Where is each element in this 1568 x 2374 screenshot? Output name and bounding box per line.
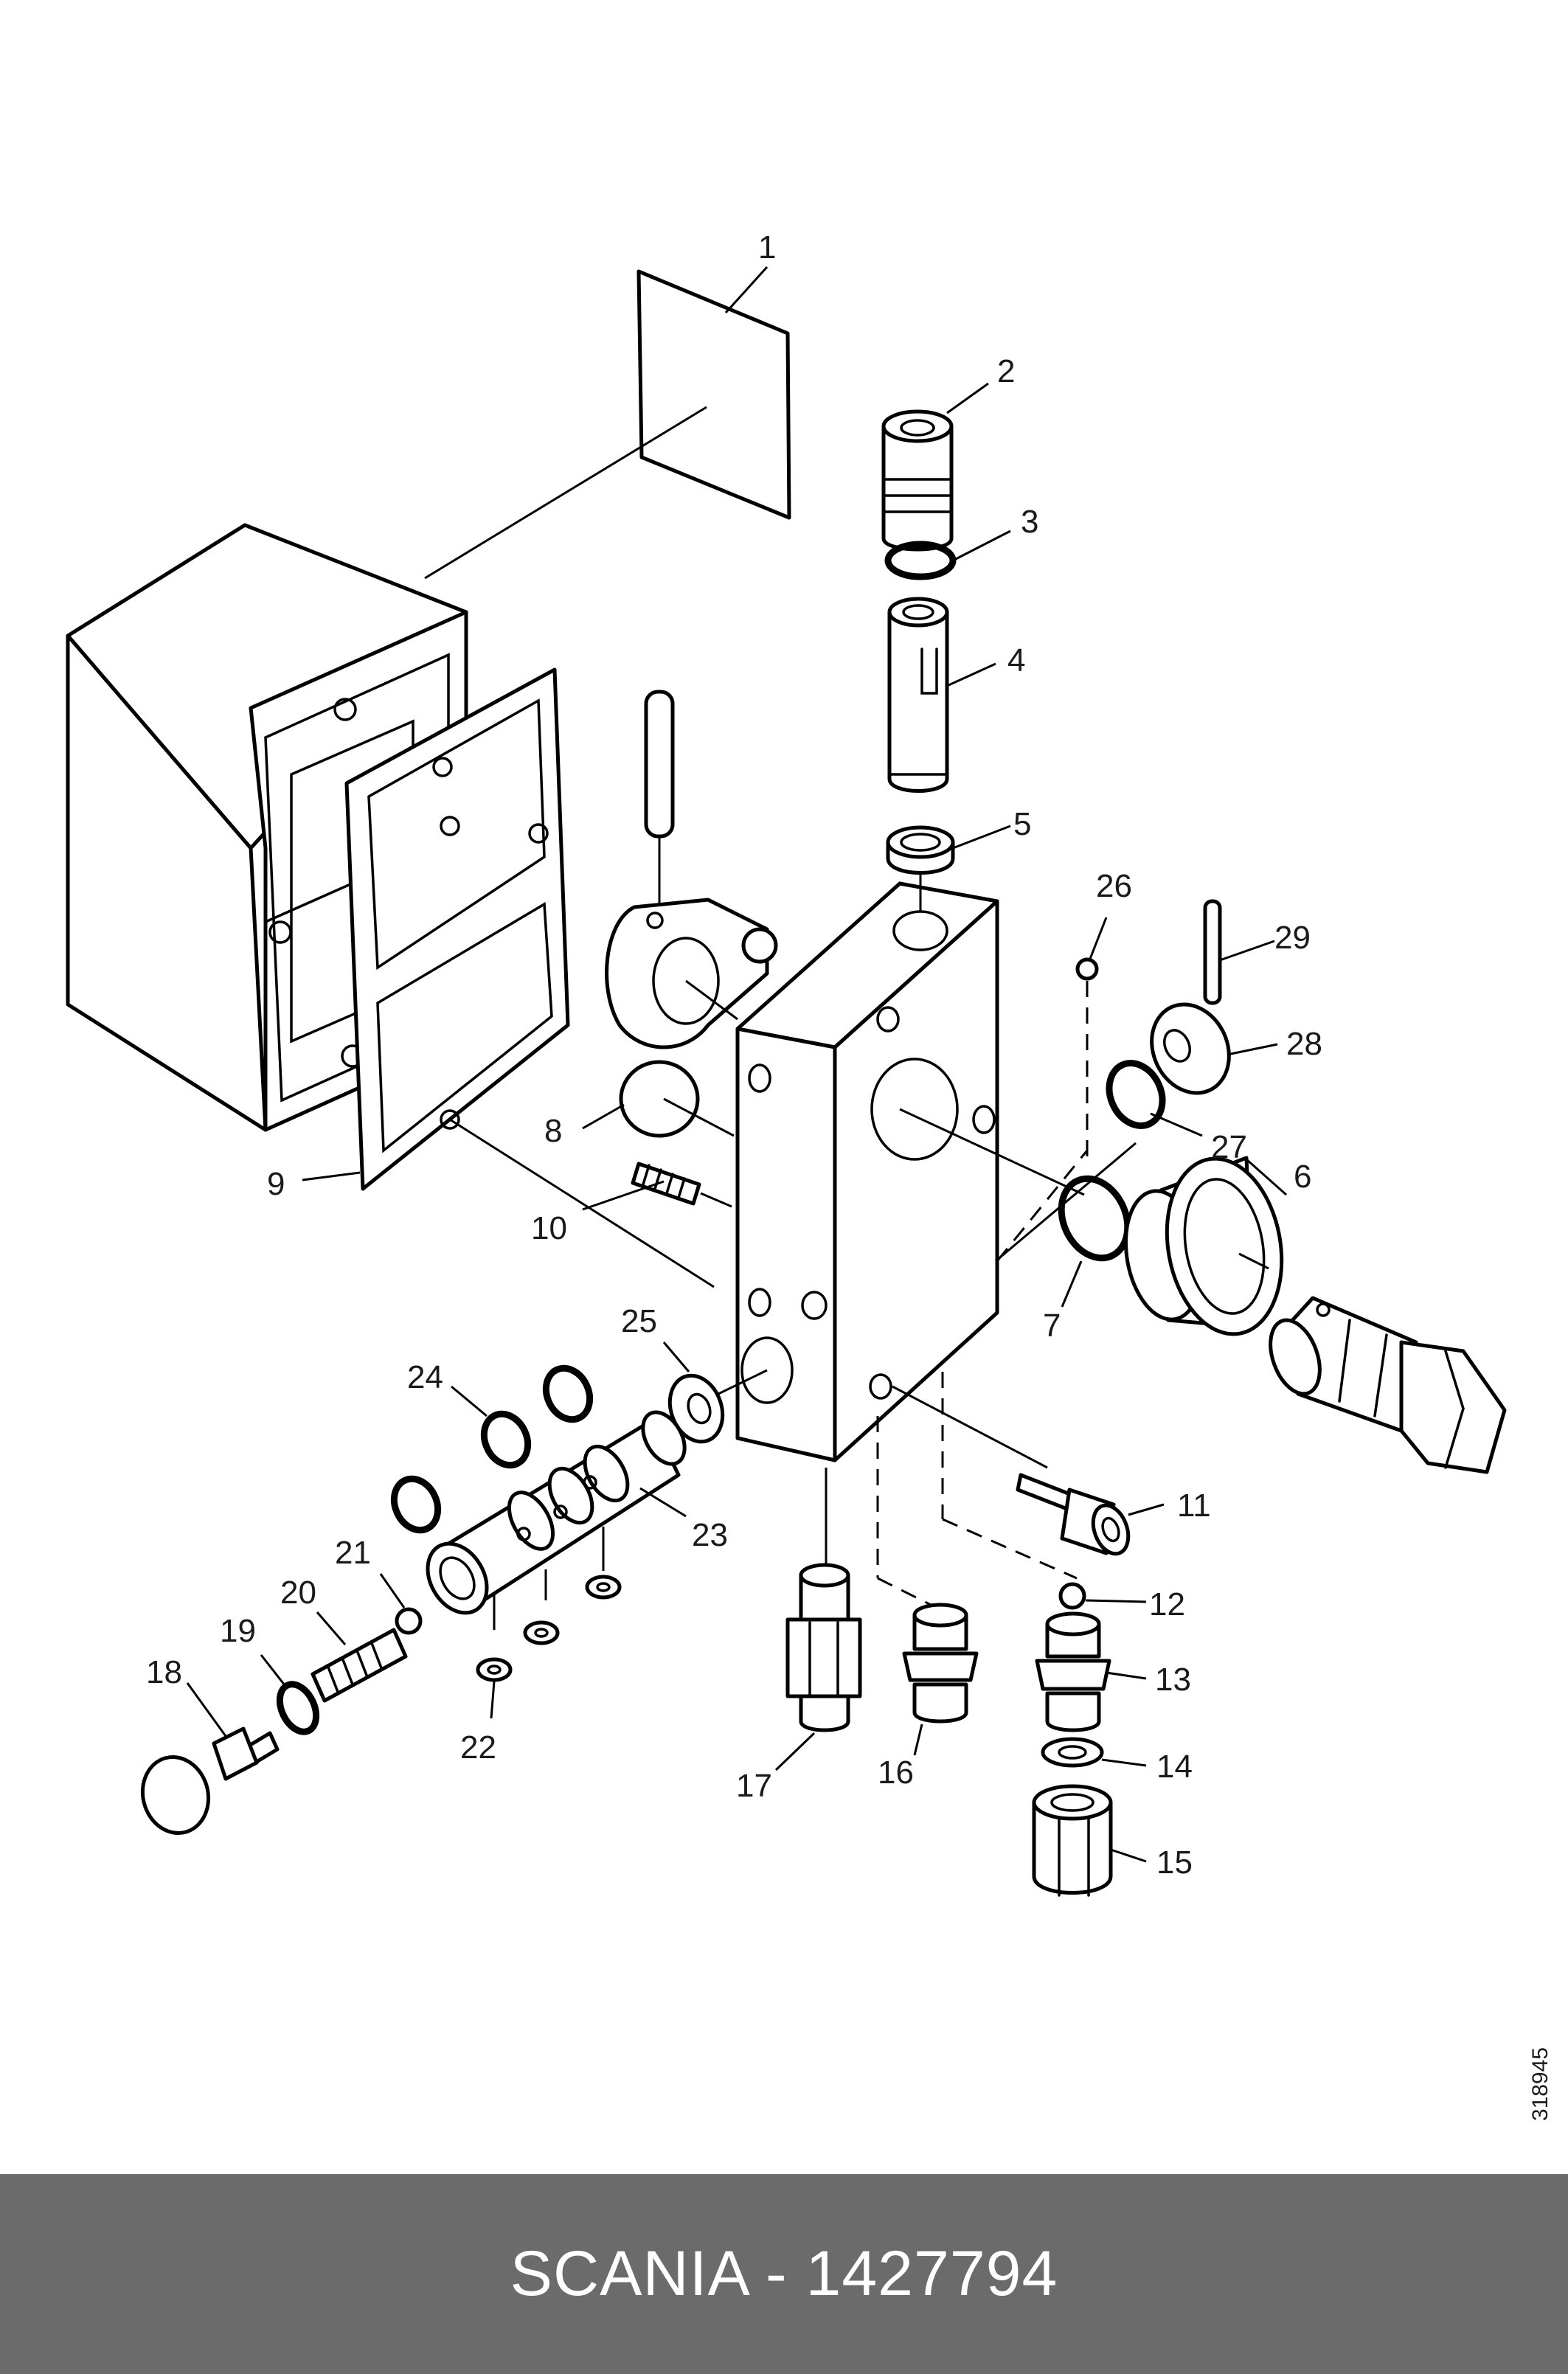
part-9-gasket: [344, 667, 715, 1288]
callout-25: 25: [621, 1303, 657, 1339]
part-28-washer: [1150, 1002, 1278, 1095]
callout-1: 1: [758, 229, 776, 265]
callout-5: 5: [1013, 806, 1031, 842]
part-17-long-fitting: [774, 1563, 862, 1771]
callout-3: 3: [1021, 504, 1038, 540]
footer-bar: SCANIA - 1427794: [0, 2174, 1568, 2374]
part-20-spring: [311, 1611, 408, 1703]
callout-18: 18: [146, 1654, 182, 1690]
callout-15: 15: [1156, 1844, 1193, 1881]
part-7-o-ring: [1058, 1175, 1131, 1308]
part-13-nipple: [1035, 1611, 1147, 1732]
part-16-adapter: [902, 1603, 979, 1756]
lever-clamp: [605, 898, 778, 1049]
part-15-nut: [1032, 1784, 1147, 1897]
part-8-disc: [619, 1060, 735, 1138]
lever-pin: [644, 690, 675, 914]
callout-8: 8: [544, 1113, 562, 1149]
part-3-o-ring: [884, 530, 1011, 580]
callout-2: 2: [997, 353, 1015, 389]
callout-20: 20: [280, 1575, 316, 1611]
callout-24: 24: [407, 1359, 443, 1395]
callout-23: 23: [692, 1517, 728, 1553]
part-12-ball: [1058, 1582, 1147, 1610]
callout-17: 17: [736, 1768, 772, 1804]
callout-10: 10: [531, 1210, 567, 1246]
valve-block: [735, 870, 1137, 1469]
part-27-o-ring: [1106, 1060, 1203, 1137]
callout-7: 7: [1043, 1308, 1061, 1344]
part-18-screw-and-cap: [140, 1682, 280, 1836]
callout-4: 4: [1007, 642, 1025, 678]
part-10-spring: [631, 1162, 732, 1208]
drawing-number: 318945: [1528, 2047, 1553, 2121]
callout-27: 27: [1211, 1129, 1247, 1165]
callout-labels: 1 2 3 4 5 6 7 8 9 10 11 12 13 14 15 16 1…: [146, 229, 1322, 1881]
part-29-pin: [1203, 899, 1275, 1005]
callout-16: 16: [878, 1755, 914, 1791]
part-22-small-washers: [476, 1575, 622, 1719]
callout-14: 14: [1156, 1749, 1193, 1785]
part-14-washer: [1041, 1737, 1147, 1768]
part-5-seal-ring: [886, 825, 1011, 875]
part-1-cover-plate: [424, 269, 791, 580]
part-11-bolt: [1016, 1473, 1165, 1556]
callout-12: 12: [1149, 1586, 1185, 1622]
part-26-ball: [1075, 917, 1108, 981]
callout-29: 29: [1274, 920, 1311, 956]
part-2-plug: [881, 382, 989, 552]
callout-11: 11: [1177, 1488, 1211, 1524]
valve-cartridge: [1269, 1296, 1507, 1474]
part-21-ball: [379, 1573, 423, 1635]
exploded-parts-diagram: 1 2 3 4 5 6 7 8 9 10 11 12 13 14 15 16 1…: [66, 229, 1553, 2121]
part-6-flanged-bushing: [1123, 1156, 1287, 1336]
part-19-o-ring: [260, 1654, 320, 1735]
callout-26: 26: [1096, 868, 1132, 904]
part-25-washer: [662, 1342, 768, 1444]
part-4-sleeve: [887, 597, 996, 793]
assembly-guide-lines: [825, 981, 1089, 1609]
callout-13: 13: [1155, 1662, 1191, 1698]
part-24-o-rings: [390, 1364, 594, 1534]
part-23-spool: [426, 1410, 687, 1630]
footer-title: SCANIA - 1427794: [510, 2238, 1058, 2309]
callout-9: 9: [267, 1166, 285, 1202]
callout-22: 22: [460, 1729, 496, 1766]
callout-6: 6: [1294, 1159, 1311, 1195]
callout-28: 28: [1286, 1026, 1322, 1062]
callout-21: 21: [335, 1535, 371, 1571]
callout-19: 19: [220, 1613, 256, 1649]
